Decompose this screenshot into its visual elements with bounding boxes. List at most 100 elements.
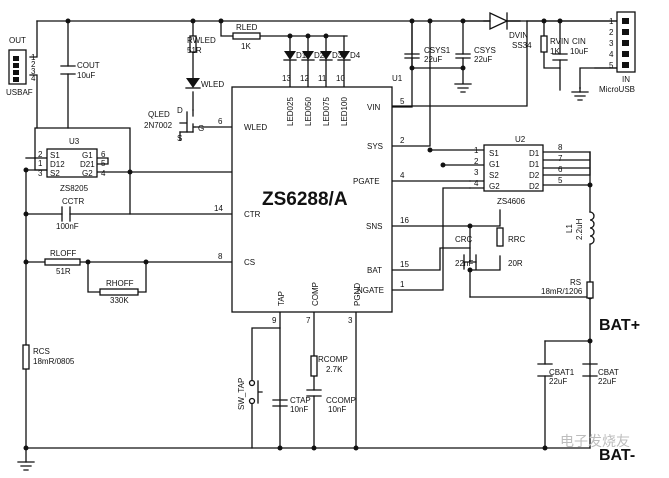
ic-u2: U2 1 2 3 4 S1 G1 S2 G2 D1 D1 D2 D2 8 7 6… bbox=[474, 135, 563, 206]
watermark-text: 电子发烧友 bbox=[560, 434, 630, 450]
u1-pin-num-11: 11 bbox=[318, 74, 327, 83]
u1-part: ZS6288/A bbox=[262, 189, 348, 210]
u1-pin-name-tap: TAP bbox=[277, 291, 286, 306]
u2-ref: U2 bbox=[515, 135, 526, 144]
u2-left-num-4: 4 bbox=[474, 179, 479, 188]
u2-right-name-7: D1 bbox=[529, 160, 540, 169]
csys-value: 22uF bbox=[474, 55, 492, 64]
resistor-rvin: RVIN 1K bbox=[540, 35, 569, 56]
cout-ref: COUT bbox=[77, 61, 100, 70]
u2-right-name-5: D2 bbox=[529, 182, 540, 191]
u2-left-num-3: 3 bbox=[474, 168, 479, 177]
dvin-value: SS34 bbox=[512, 41, 532, 50]
led-wled: WLED bbox=[185, 78, 224, 89]
capacitor-cbat1: CBAT1 22uF bbox=[537, 363, 575, 386]
resistor-rled: RLED 1K bbox=[232, 23, 261, 51]
u1-pin-name-comp: COMP bbox=[311, 282, 320, 306]
capacitor-ccomp: CCOMP 10nF bbox=[306, 389, 356, 449]
cin-ref: CIN bbox=[572, 37, 586, 46]
diode-dvin: DVIN SS34 bbox=[483, 11, 532, 50]
capacitor-cin: CIN 10uF bbox=[552, 37, 588, 61]
ccomp-value: 10nF bbox=[328, 405, 346, 414]
out-pin-3: 3 bbox=[31, 67, 36, 76]
u2-part: ZS4606 bbox=[497, 197, 526, 206]
rwled-value: 51R bbox=[187, 46, 202, 55]
capacitor-crc: CRC 22nF bbox=[455, 235, 477, 270]
csys1-ref: CSYS1 bbox=[424, 46, 451, 55]
u1-pin-num-14: 14 bbox=[214, 204, 223, 213]
out-title: OUT bbox=[9, 36, 26, 45]
cctr-ref: CCTR bbox=[62, 197, 84, 206]
u3-left-pin-num-1: 2 bbox=[38, 150, 43, 159]
inductor-l1: L1 2.2uH bbox=[565, 211, 595, 245]
cbat1-ref: CBAT1 bbox=[549, 368, 575, 377]
u1-pin-num-2: 2 bbox=[400, 136, 405, 145]
u3-right-pin-name-2: D21 bbox=[80, 160, 95, 169]
out-pin-4: 4 bbox=[31, 74, 36, 83]
rcs-value: 18mR/0805 bbox=[33, 357, 75, 366]
resistor-rs: RS 18mR/1206 bbox=[541, 278, 594, 299]
u1-pin-name-led025: LED025 bbox=[286, 97, 295, 126]
rvin-ref: RVIN bbox=[550, 37, 569, 46]
qled-pin-g: G bbox=[198, 124, 204, 133]
rled-value: 1K bbox=[241, 42, 251, 51]
switch-sw-tap: SW_TAP bbox=[237, 378, 263, 410]
u2-left-name-3: S2 bbox=[489, 171, 499, 180]
crc-value: 22nF bbox=[455, 259, 473, 268]
rcs-ref: RCS bbox=[33, 347, 50, 356]
u1-pin-num-6: 6 bbox=[218, 117, 223, 126]
u1-pin-name-pgate: PGATE bbox=[353, 177, 380, 186]
capacitor-csys: CSYS 22uF bbox=[455, 46, 496, 64]
u1-pin-name-vin: VIN bbox=[367, 103, 381, 112]
resistor-rloff: RLOFF 51R bbox=[44, 249, 81, 276]
u1-pin-num-9: 9 bbox=[272, 316, 277, 325]
rcomp-value: 2.7K bbox=[326, 365, 343, 374]
rwled-ref: RWLED bbox=[187, 36, 216, 45]
u2-right-name-6: D2 bbox=[529, 171, 540, 180]
u1-pin-name-sys: SYS bbox=[367, 142, 383, 151]
u2-right-name-8: D1 bbox=[529, 149, 540, 158]
l1-value: 2.2uH bbox=[575, 218, 584, 240]
ctap-value: 10nF bbox=[290, 405, 308, 414]
in-title: IN bbox=[622, 75, 630, 84]
ground-symbols bbox=[17, 67, 589, 471]
u3-left-pin-name-1: S1 bbox=[50, 151, 60, 160]
u1-pin-num-16: 16 bbox=[400, 216, 409, 225]
rvin-value: 1K bbox=[550, 47, 560, 56]
out-pin-1: 1 bbox=[31, 53, 36, 62]
u1-pin-name-ngate: NGATE bbox=[357, 286, 384, 295]
u1-ref: U1 bbox=[392, 74, 403, 83]
u1-pin-num-5: 5 bbox=[400, 97, 405, 106]
u2-left-name-2: G1 bbox=[489, 160, 500, 169]
resistor-rhoff: RHOFF 330K bbox=[99, 279, 139, 305]
rhoff-ref: RHOFF bbox=[106, 279, 134, 288]
bat-minus-label: BAT- bbox=[599, 447, 635, 464]
in-pin-4: 4 bbox=[609, 50, 614, 59]
led-d4-ref: D4 bbox=[350, 51, 361, 60]
u2-right-num-5: 5 bbox=[558, 176, 563, 185]
bat-plus-label: BAT+ bbox=[599, 317, 640, 334]
u1-pin-num-13: 13 bbox=[282, 74, 291, 83]
rcomp-ref: RCOMP bbox=[318, 355, 348, 364]
qled-ref: QLED bbox=[148, 110, 170, 119]
u2-right-num-8: 8 bbox=[558, 143, 563, 152]
u3-ref: U3 bbox=[69, 137, 80, 146]
u2-left-num-1: 1 bbox=[474, 146, 479, 155]
u3-right-pin-name-1: G1 bbox=[82, 151, 93, 160]
capacitor-cout: COUT 10uF bbox=[60, 61, 100, 80]
rrc-ref: RRC bbox=[508, 235, 526, 244]
u1-pin-num-4: 4 bbox=[400, 171, 405, 180]
capacitor-cbat: CBAT 22uF bbox=[582, 363, 619, 386]
u3-left-pin-name-3: S2 bbox=[50, 169, 60, 178]
u1-pin-name-cs: CS bbox=[244, 258, 255, 267]
resistor-rcomp: RCOMP 2.7K bbox=[310, 355, 348, 377]
led-d2-ref: D2 bbox=[314, 51, 325, 60]
cbat-ref: CBAT bbox=[598, 368, 619, 377]
u1-pin-num-10: 10 bbox=[336, 74, 345, 83]
cbat1-value: 22uF bbox=[549, 377, 567, 386]
rhoff-value: 330K bbox=[110, 296, 129, 305]
cout-value: 10uF bbox=[77, 71, 95, 80]
cctr-value: 100nF bbox=[56, 222, 79, 231]
crc-ref: CRC bbox=[455, 235, 473, 244]
resistor-rrc: RRC 20R bbox=[496, 227, 526, 268]
